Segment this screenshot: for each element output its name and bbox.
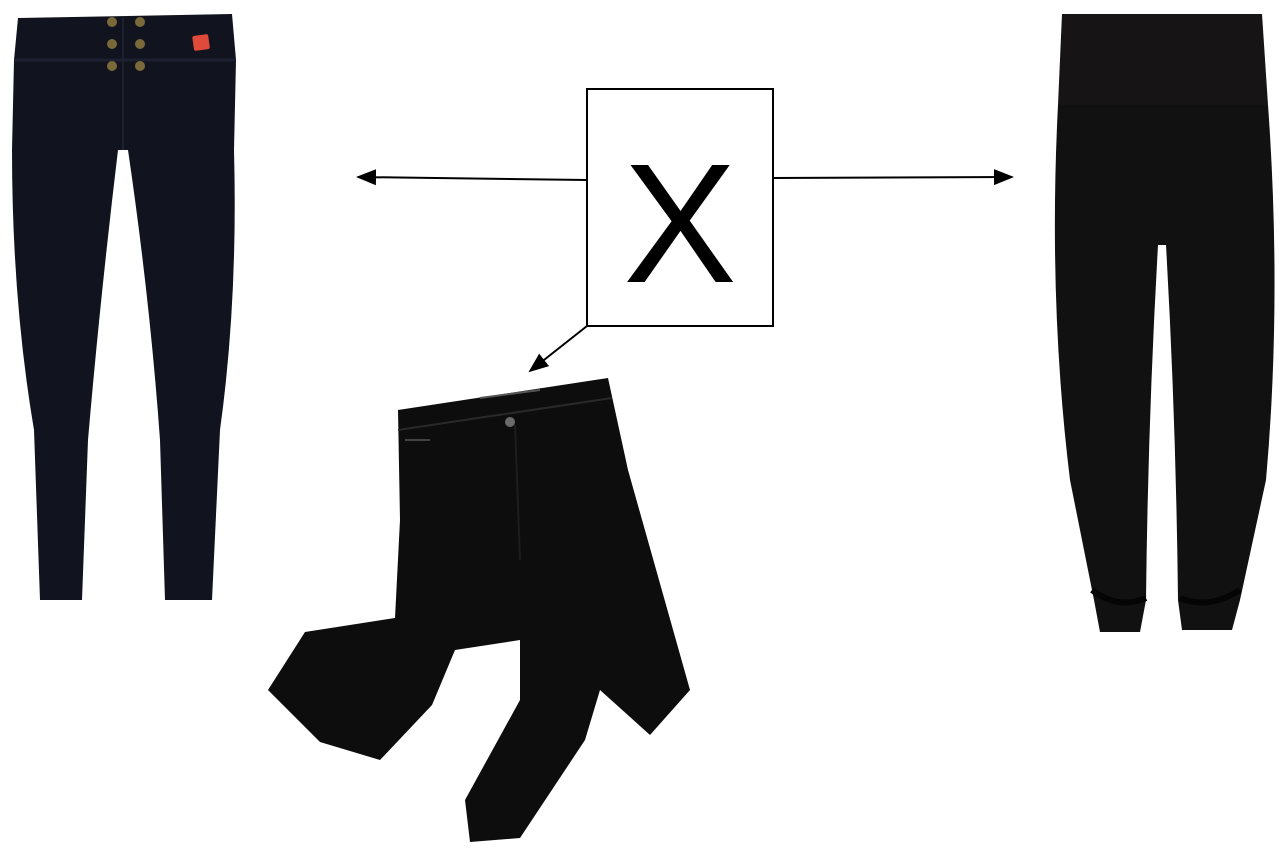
- arrow-to-left-pants: [358, 177, 587, 180]
- harem-pants-icon: [1055, 14, 1275, 632]
- center-node: X: [587, 89, 773, 326]
- slim-high-waist-pants-icon: [12, 14, 236, 600]
- center-node-label: X: [623, 129, 736, 319]
- folded-jeans-icon: [268, 378, 690, 842]
- arrow-to-right-pants: [773, 177, 1012, 178]
- arrow-to-bottom-jeans: [530, 326, 587, 371]
